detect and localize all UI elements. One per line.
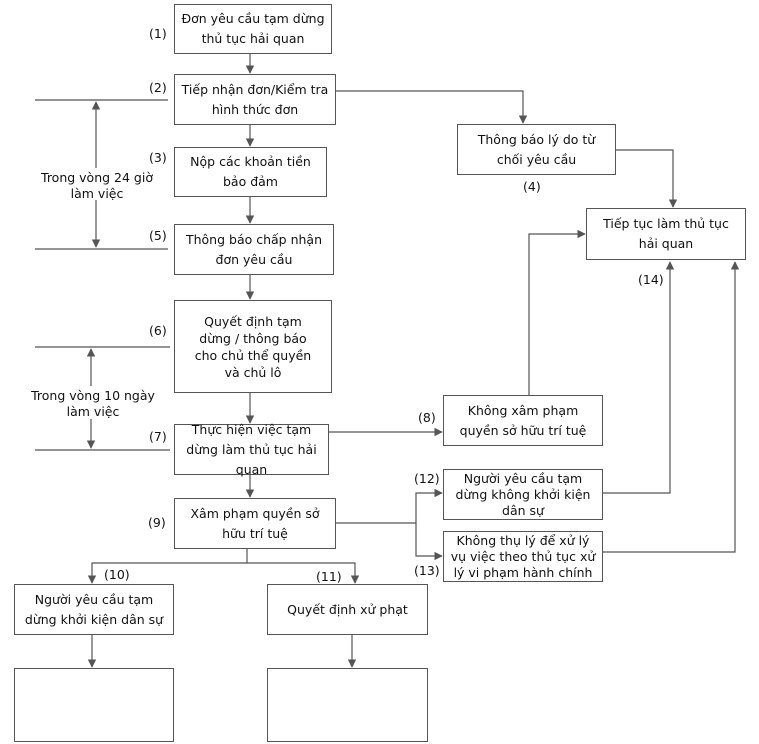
step-number-13: (13)	[414, 563, 440, 578]
step-number-14: (14)	[638, 272, 664, 287]
arrow-9-11	[247, 562, 360, 584]
box-5-acceptance-notice: Thông báo chấp nhận đơn yêu cầu	[174, 224, 334, 275]
step-number-10: (10)	[104, 567, 130, 582]
box-11-penalty-decision: Quyết định xử phạt	[267, 584, 428, 635]
note-within-24h: Trong vòng 24 giờ làm việc	[41, 170, 153, 201]
box-empty-right	[267, 668, 428, 742]
step-number-2: (2)	[149, 80, 167, 95]
step-number-9: (9)	[148, 515, 166, 530]
arrow-12-14	[603, 261, 675, 494]
box-2-receive-check: Tiếp nhận đơn/Kiểm tra hình thức đơn	[174, 74, 336, 125]
arrow-13-14	[603, 261, 740, 553]
box-12-no-civil-lawsuit: Người yêu cầu tạm dừng không khởi kiện d…	[443, 469, 603, 520]
box-1-request: Đơn yêu cầu tạm dừng thủ tục hải quan	[174, 4, 332, 54]
step-number-8: (8)	[418, 410, 436, 425]
step-number-11: (11)	[316, 569, 342, 584]
arrow-9-10	[87, 562, 247, 584]
box-9-infringement: Xâm phạm quyền sở hữu trí tuệ	[174, 498, 336, 549]
box-4-refusal-notice: Thông báo lý do từ chối yêu cầu	[457, 124, 616, 175]
box-empty-left	[14, 668, 174, 742]
step-number-4: (4)	[523, 179, 541, 194]
box-6-suspension-decision: Quyết định tạm dừng / thông báo cho chủ …	[174, 300, 332, 393]
box-13-not-handled: Không thụ lý để xử lý vụ việc theo thủ t…	[443, 531, 603, 582]
arrow-4-14	[616, 149, 678, 208]
box-8-no-infringement: Không xâm phạm quyền sở hữu trí tuệ	[443, 395, 603, 446]
step-number-6: (6)	[149, 323, 167, 338]
arrow-9-13	[415, 523, 443, 561]
box-3-deposit: Nộp các khoản tiền bảo đảm	[174, 147, 327, 197]
step-number-5: (5)	[149, 228, 167, 243]
step-number-3: (3)	[149, 150, 167, 165]
box-14-continue-procedure: Tiếp tục làm thủ tục hải quan	[586, 208, 746, 260]
arrow-2-4	[336, 90, 528, 124]
step-number-7: (7)	[149, 429, 167, 444]
arrow-8-14	[528, 229, 586, 395]
box-10-civil-lawsuit: Người yêu cầu tạm dừng khởi kiện dân sự	[14, 584, 174, 635]
box-7-suspend-procedure: Thực hiện việc tạm dừng làm thủ tục hải …	[174, 422, 329, 477]
step-number-12: (12)	[414, 471, 440, 486]
step-number-1: (1)	[149, 26, 167, 41]
arrow-9-12	[336, 488, 443, 524]
note-within-10-days: Trong vòng 10 ngày làm việc	[31, 388, 155, 419]
